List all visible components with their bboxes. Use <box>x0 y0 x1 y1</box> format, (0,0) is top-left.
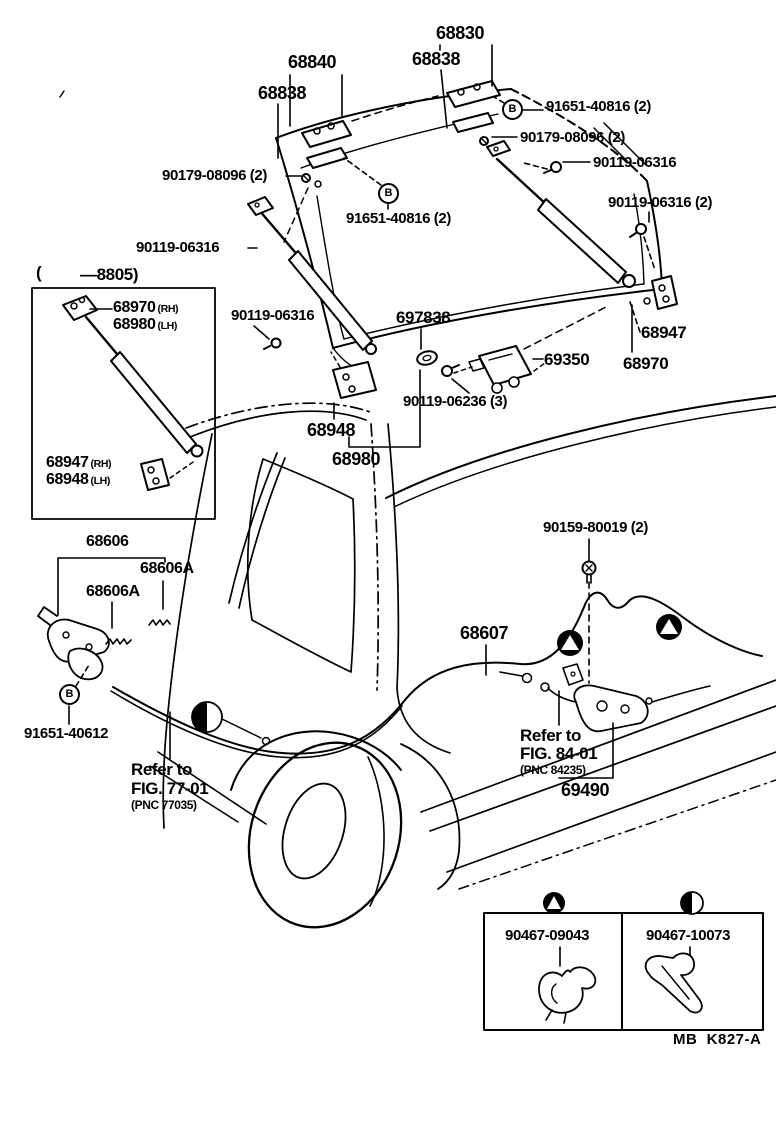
legend-part-label-90467-10073: 90467-10073 <box>646 927 731 944</box>
part-label-68948-lh: 68948(LH) <box>46 471 111 488</box>
part-label-68948: 68948 <box>307 420 356 440</box>
inset-label-8805: —8805) <box>80 265 139 284</box>
part-label-68838-top-right: 68838 <box>412 49 461 69</box>
legend-box <box>483 891 764 1031</box>
lock-striker-parts <box>416 306 607 394</box>
part-label-68606a-upper: 68606A <box>140 560 194 577</box>
refer-to-fig77-line1: Refer to <box>131 760 193 779</box>
rh-suffix: (RH) <box>157 303 179 315</box>
part-label-68840: 68840 <box>288 52 337 72</box>
part-label-68606a-lower: 68606A <box>86 583 140 600</box>
circle-triangle-marker-icon <box>543 892 565 914</box>
clip-part-drawing-left <box>538 966 597 1024</box>
part-label-69350: 69350 <box>544 350 590 369</box>
lh-suffix: (LH) <box>157 320 178 332</box>
refer-to-fig84-line1: Refer to <box>520 726 582 745</box>
part-label-68980: 68980 <box>332 449 381 469</box>
circled-b-mark-top: B <box>502 99 523 120</box>
circle-half-filled-marker-icon <box>680 891 704 915</box>
part-label-90119-06316-2: 90119-06316 (2) <box>608 194 713 211</box>
liftgate-hinge-right <box>446 80 501 146</box>
refer-to-fig84-line2: FIG. 84-01 <box>520 744 598 763</box>
rh-suffix: (RH) <box>90 458 112 470</box>
latch-cable-assembly <box>37 560 763 759</box>
inset-box-8805 <box>31 287 216 520</box>
part-label-90119-06316-center: 90119-06316 <box>231 307 315 324</box>
part-label-68838-top-left: 68838 <box>258 83 307 103</box>
part-label-68970-right: 68970 <box>623 354 669 373</box>
part-label-68607: 68607 <box>460 623 509 643</box>
circled-b-mark-mid: B <box>378 183 399 204</box>
part-label-69490: 69490 <box>561 780 610 800</box>
part-label-68606: 68606 <box>86 533 129 550</box>
part-label-90119-06316-top-right: 90119-06316 <box>593 154 677 171</box>
part-label-68947-right: 68947 <box>641 323 687 342</box>
refer-to-fig77-line2: FIG. 77-01 <box>131 779 209 798</box>
part-label-90159-80019: 90159-80019 (2) <box>543 519 648 536</box>
part-label-68830: 68830 <box>436 23 485 43</box>
part-label-697838: 697838 <box>396 308 451 327</box>
inset-label-paren: ( <box>36 263 42 282</box>
part-label-90179-08096-left: 90179-08096 (2) <box>162 167 267 184</box>
part-label-91651-40612: 91651-40612 <box>24 725 109 742</box>
part-label-90179-08096-right: 90179-08096 (2) <box>520 129 625 146</box>
lh-suffix: (LH) <box>90 475 111 487</box>
liftgate-stay-right <box>486 140 678 310</box>
part-label-90119-06316-left: 90119-06316 <box>136 239 220 256</box>
part-label-68970-rh: 68970(RH) <box>113 299 179 316</box>
circled-b-mark-bottom: B <box>59 684 80 705</box>
leader-lines <box>57 44 656 779</box>
part-label-68947-rh: 68947(RH) <box>46 454 112 471</box>
part-label-91651-40816-top: 91651-40816 (2) <box>546 98 651 115</box>
liftgate-stay-left <box>247 196 377 399</box>
part-label-91651-40816-mid: 91651-40816 (2) <box>346 210 451 227</box>
liftgate-hinge-left <box>301 120 352 188</box>
refer-to-fig77-pnc: (PNC 77035) <box>131 798 197 812</box>
refer-to-fig84-pnc: (PNC 84235) <box>520 763 586 777</box>
car-body <box>59 90 776 929</box>
clip-part-drawing-right <box>644 952 703 1014</box>
legend-part-label-90467-09043: 90467-09043 <box>505 927 590 944</box>
part-label-68980-lh: 68980(LH) <box>113 316 178 333</box>
figure-code: MB K827-A <box>673 1031 762 1048</box>
part-label-90119-06236: 90119-06236 (3) <box>403 393 508 410</box>
